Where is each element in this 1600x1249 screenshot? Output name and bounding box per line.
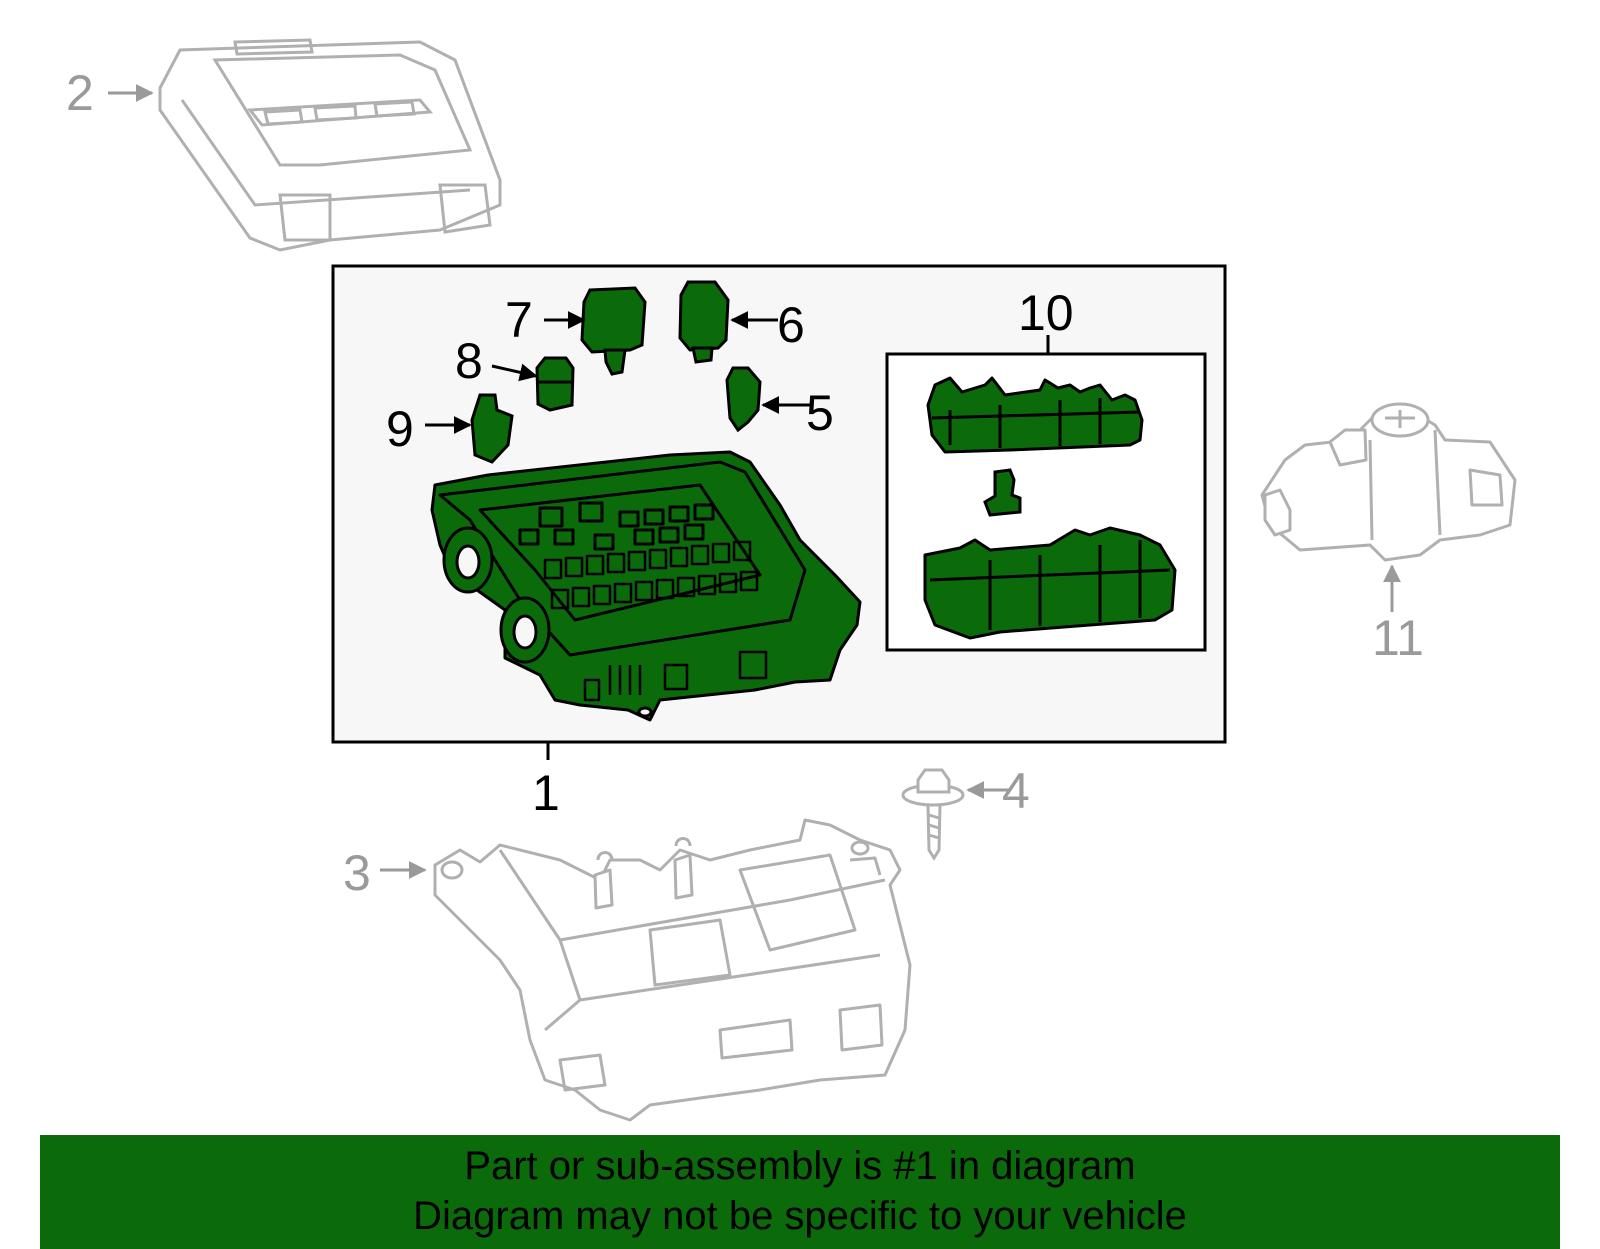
- part-6-relay: [678, 280, 730, 364]
- callout-1: 1: [532, 765, 560, 821]
- part-7-relay: [580, 286, 647, 376]
- callout-2: 2: [66, 65, 94, 121]
- part-5-fuse: [725, 366, 762, 433]
- banner-line-2: Diagram may not be specific to your vehi…: [413, 1194, 1187, 1238]
- part-8-fuse: [535, 356, 575, 412]
- part-10-lower-bracket: [923, 526, 1177, 640]
- callout-3: 3: [343, 845, 371, 901]
- part-1-fuse-block: [430, 450, 862, 722]
- banner-line-1: Part or sub-assembly is #1 in diagram: [464, 1144, 1136, 1188]
- callout-7: 7: [505, 292, 533, 348]
- leader-lines: [108, 84, 1401, 879]
- part-9-fuse: [470, 393, 514, 464]
- callout-11: 11: [1372, 610, 1424, 666]
- callout-6: 6: [777, 297, 805, 353]
- part-10-pin: [983, 468, 1022, 517]
- callout-8: 8: [455, 333, 483, 389]
- part-11-connector: [1260, 402, 1517, 562]
- callout-9: 9: [386, 401, 414, 457]
- info-banner: Part or sub-assembly is #1 in diagram Di…: [40, 1135, 1560, 1249]
- part-3-tray: [433, 818, 912, 1122]
- part-4-bolt: [901, 768, 965, 861]
- callout-5: 5: [806, 385, 834, 441]
- callout-10: 10: [1018, 285, 1074, 341]
- part-10-upper-bracket: [926, 376, 1144, 454]
- part-2-cover: [158, 38, 502, 252]
- callout-4: 4: [1002, 763, 1030, 819]
